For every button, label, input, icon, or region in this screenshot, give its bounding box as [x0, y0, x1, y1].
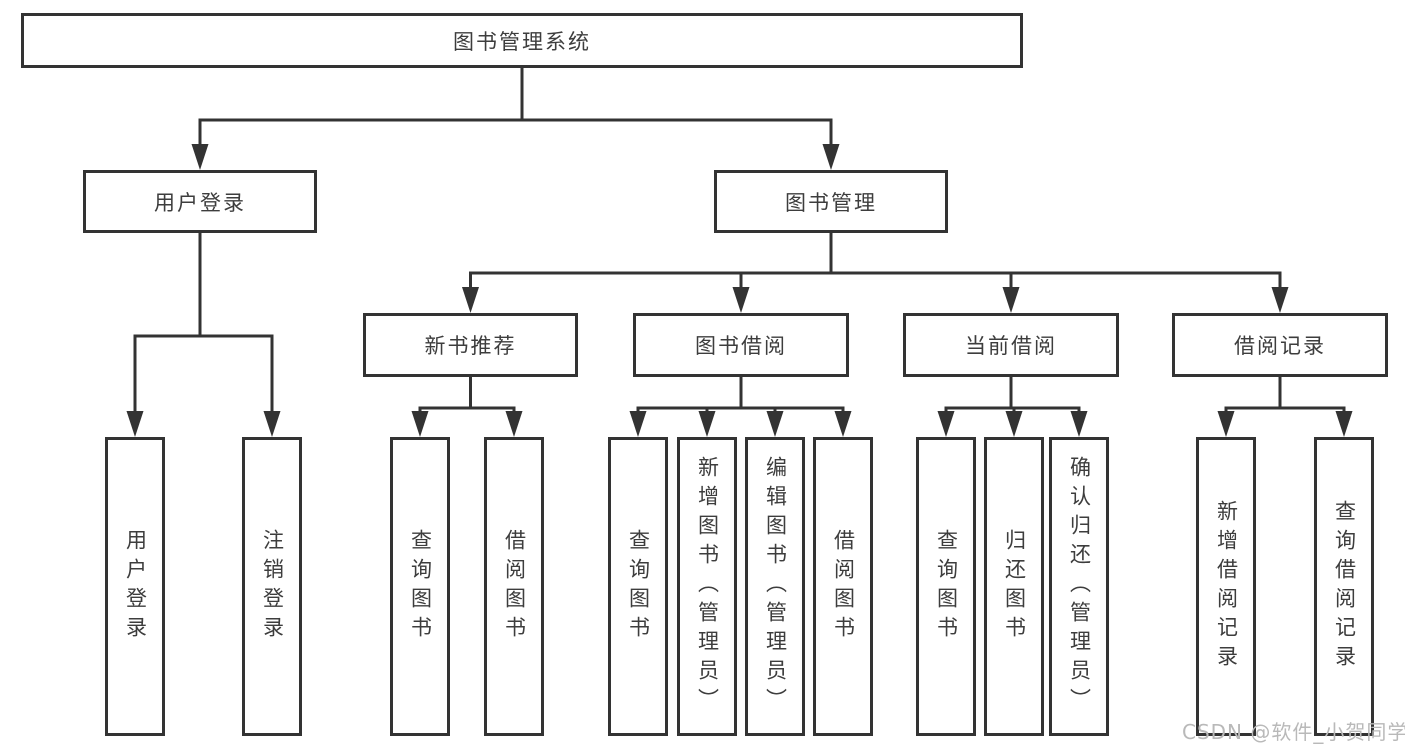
- node-book-management-branch: 图书管理: [714, 170, 948, 233]
- node-label: 新增图书（管理员）: [695, 456, 720, 717]
- node-label: 编辑图书（管理员）: [763, 456, 788, 717]
- arrowhead-down-icon: [937, 411, 955, 437]
- leaf-borrow-books-borrowing: 借阅图书: [813, 437, 873, 736]
- arrowhead-down-icon: [766, 411, 784, 437]
- node-label: 借阅图书: [831, 528, 856, 645]
- connector-root-fan: [191, 68, 840, 170]
- arrowhead-down-icon: [822, 144, 840, 170]
- node-borrowing-records: 借阅记录: [1172, 313, 1388, 377]
- arrowhead-down-icon: [191, 144, 209, 170]
- connector-current-borrow-fan: [937, 377, 1088, 437]
- arrowhead-down-icon: [732, 287, 750, 313]
- node-label: 查询借阅记录: [1332, 499, 1357, 674]
- arrowhead-down-icon: [834, 411, 852, 437]
- leaf-query-books-borrowing: 查询图书: [608, 437, 668, 736]
- arrowhead-down-icon: [1271, 287, 1289, 313]
- node-label: 归还图书: [1002, 528, 1027, 645]
- connector-borrow-records-fan: [1217, 377, 1353, 437]
- leaf-query-books-current: 查询图书: [916, 437, 976, 736]
- node-new-book-recommendation: 新书推荐: [363, 313, 578, 377]
- leaf-borrow-books-recommend: 借阅图书: [484, 437, 544, 736]
- node-label: 图书管理系统: [453, 29, 591, 54]
- leaf-edit-books-admin: 编辑图书（管理员）: [745, 437, 805, 736]
- arrowhead-down-icon: [1070, 411, 1088, 437]
- leaf-query-borrow-record: 查询借阅记录: [1314, 437, 1374, 736]
- node-label: 新书推荐: [424, 334, 517, 358]
- arrowhead-down-icon: [1335, 411, 1353, 437]
- node-label: 查询图书: [408, 528, 433, 645]
- csdn-watermark: CSDN @软件_小贺同学: [1182, 720, 1405, 744]
- arrowhead-down-icon: [462, 287, 479, 313]
- node-current-borrowing: 当前借阅: [903, 313, 1119, 377]
- node-label: 借阅图书: [502, 528, 527, 645]
- node-label: 注销登录: [260, 528, 285, 645]
- arrowhead-down-icon: [629, 411, 647, 437]
- node-label: 确认归还（管理员）: [1067, 456, 1092, 717]
- connector-new-book-fan: [411, 377, 523, 437]
- node-label: 用户登录: [154, 190, 246, 215]
- connector-book-management-fan: [462, 233, 1289, 313]
- arrowhead-down-icon: [1002, 287, 1020, 313]
- node-label: 图书管理: [785, 190, 877, 215]
- node-label: 当前借阅: [965, 334, 1057, 358]
- leaf-query-books-recommend: 查询图书: [390, 437, 450, 736]
- leaf-user-login: 用户登录: [105, 437, 165, 736]
- arrowhead-down-icon: [1005, 411, 1023, 437]
- node-user-login-branch: 用户登录: [83, 170, 317, 233]
- leaf-add-borrow-record: 新增借阅记录: [1196, 437, 1256, 736]
- connector-book-borrow-fan: [629, 377, 852, 437]
- node-book-borrowing: 图书借阅: [633, 313, 849, 377]
- arrowhead-down-icon: [698, 411, 716, 437]
- leaf-logout: 注销登录: [242, 437, 302, 736]
- leaf-return-books: 归还图书: [984, 437, 1044, 736]
- leaf-add-books-admin: 新增图书（管理员）: [677, 437, 737, 736]
- arrowhead-down-icon: [411, 411, 429, 437]
- arrowhead-down-icon: [505, 411, 523, 437]
- connector-user-login-fan: [126, 233, 281, 437]
- arrowhead-down-icon: [126, 411, 144, 437]
- leaf-confirm-return-admin: 确认归还（管理员）: [1049, 437, 1109, 736]
- node-label: 新增借阅记录: [1214, 499, 1239, 674]
- node-label: 图书借阅: [695, 334, 787, 358]
- node-label: 借阅记录: [1234, 334, 1326, 358]
- node-label: 用户登录: [123, 528, 148, 645]
- arrowhead-down-icon: [1217, 411, 1235, 437]
- node-label: 查询图书: [934, 528, 959, 645]
- node-label: 查询图书: [626, 528, 651, 645]
- node-library-management-system: 图书管理系统: [21, 13, 1023, 68]
- arrowhead-down-icon: [263, 411, 281, 437]
